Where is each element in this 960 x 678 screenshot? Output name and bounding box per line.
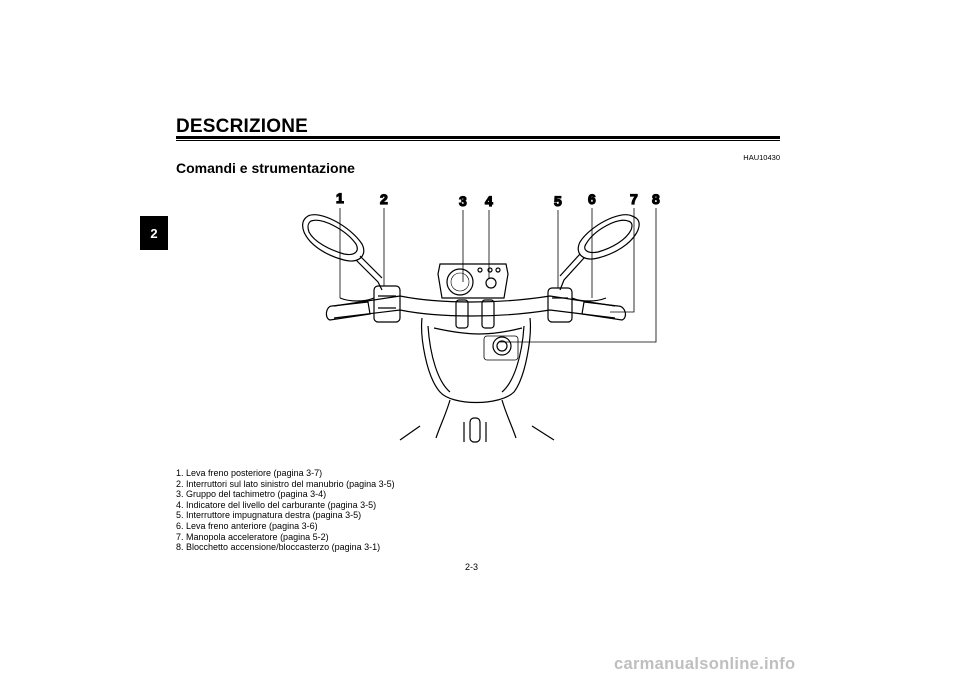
chapter-tab: 2 (140, 216, 168, 250)
title-rule (176, 136, 780, 139)
figure-caption: 1. Leva freno posteriore (pagina 3-7) 2.… (176, 468, 395, 553)
handlebar (325, 285, 627, 329)
caption-item-2: 2. Interruttori sul lato sinistro del ma… (176, 478, 395, 489)
callout-2: 2 (380, 191, 388, 207)
callout-5: 5 (554, 193, 562, 209)
page-number: 2-3 (465, 562, 479, 572)
callout-6: 6 (588, 191, 596, 207)
caption-item-7: 7. Manopola acceleratore (pagina 5-2) (176, 531, 329, 542)
title-rule-thin (176, 140, 780, 141)
front-body (421, 317, 531, 404)
caption-item-3: 3. Gruppo del tachimetro (pagina 3-4) (176, 489, 327, 500)
caption-item-6: 6. Leva freno anteriore (pagina 3-6) (176, 520, 318, 531)
handlebar-illustration: 1 2 3 4 5 6 7 8 (270, 186, 690, 444)
callout-4: 4 (485, 193, 493, 209)
page-title: DESCRIZIONE (176, 116, 309, 137)
watermark[interactable]: carmanualsonline.info (614, 655, 796, 673)
lower-front (399, 399, 555, 443)
caption-item-5: 5. Interruttore impugnatura destra (pagi… (176, 510, 362, 521)
reference-code: HAU10430 (743, 153, 780, 162)
callout-3: 3 (459, 193, 467, 209)
callout-8: 8 (652, 191, 660, 207)
caption-item-1: 1. Leva freno posteriore (pagina 3-7) (176, 468, 323, 478)
callout-1: 1 (336, 190, 344, 206)
callout-7: 7 (630, 191, 638, 207)
section-subtitle: Comandi e strumentazione (176, 160, 355, 176)
left-mirror (302, 214, 383, 291)
right-mirror (559, 214, 640, 291)
caption-item-8: 8. Blocchetto accensione/bloccasterzo (p… (176, 542, 381, 553)
caption-item-4: 4. Indicatore del livello del carburante… (176, 499, 377, 510)
instrument-cluster (437, 263, 509, 299)
